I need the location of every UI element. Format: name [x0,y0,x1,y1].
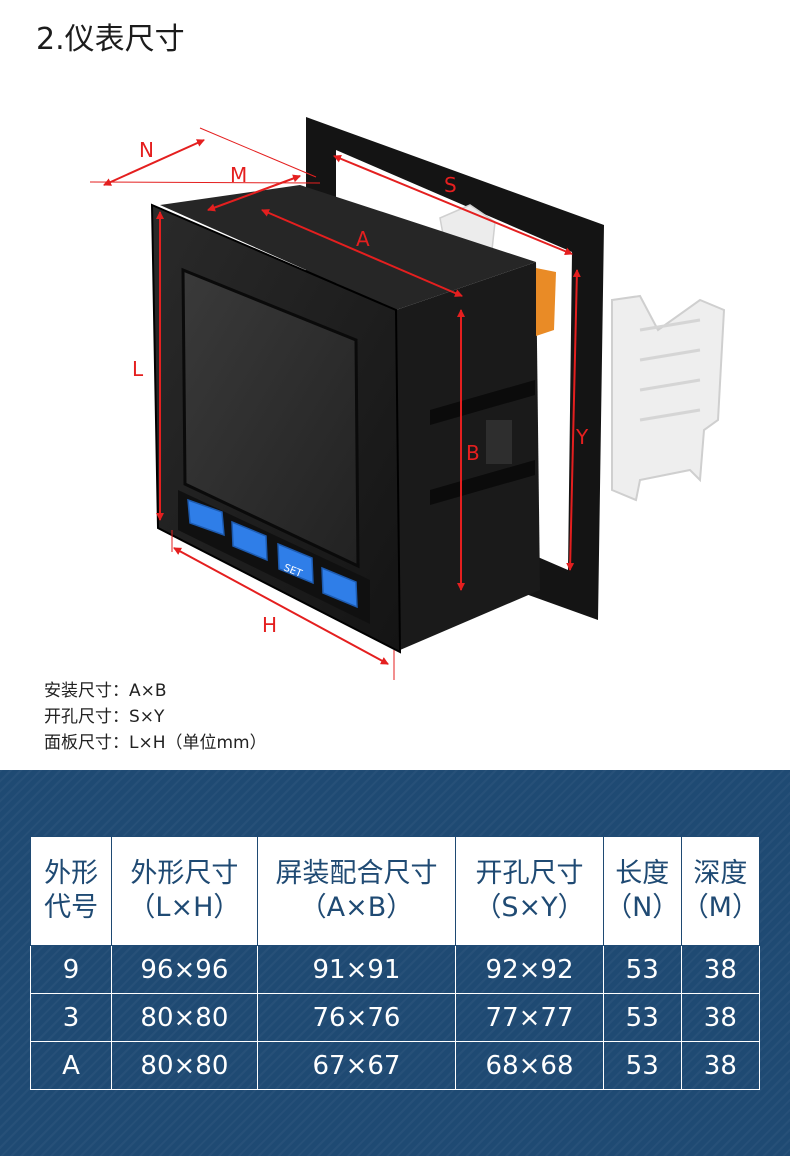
table-cell: A [29,1041,113,1090]
dim-line-a [261,209,463,297]
table-cell: 80×80 [111,993,258,1042]
dim-line-n [103,139,205,186]
dim-label-n: N [139,138,154,162]
dim-line-m [207,174,301,212]
panel-size-note: 面板尺寸：L×H（单位mm） [44,733,267,753]
table-cell: 67×67 [256,1041,457,1090]
install-size-note: 安装尺寸：A×B [44,681,167,701]
header-shape-code: 外形代号 [29,836,113,946]
table-cell: 53 [602,945,682,994]
table-cell: 38 [680,1041,761,1090]
header-fit-size: 屏装配合尺寸（A×B） [256,836,457,946]
dim-label-a: A [356,227,370,251]
table-cell: 80×80 [111,1041,258,1090]
table-row: 3 80×80 76×76 77×77 53 38 [29,993,761,1042]
page-title: 2.仪表尺寸 [36,22,185,57]
dim-label-m: M [230,163,247,187]
dim-label-s: S [444,173,457,197]
table-cell: 91×91 [256,945,457,994]
table-cell: 38 [680,945,761,994]
table-row: A 80×80 67×67 68×68 53 38 [29,1041,761,1090]
dim-line-s [333,154,573,256]
dimension-lines [89,127,581,680]
dim-label-b: B [466,441,480,465]
table-cell: 9 [29,945,113,994]
meter-dimension-diagram: SET N M S A L B Y H [89,117,726,680]
table-cell: 68×68 [455,1041,604,1090]
table-cell: 3 [29,993,113,1042]
dim-label-h: H [262,613,277,637]
table-cell: 38 [680,993,761,1042]
button-left-icon [187,498,225,537]
dim-line-y [566,269,581,571]
header-depth: 深度（M） [680,836,761,946]
header-outer-size: 外形尺寸（L×H） [111,836,258,946]
dim-label-y: Y [575,425,589,449]
dim-line-h [173,547,389,665]
table-cell: 53 [602,993,682,1042]
dim-label-l: L [132,357,144,381]
table-cell: 77×77 [455,993,604,1042]
meter-front-face [150,203,402,654]
table-header-row: 外形代号 外形尺寸（L×H） 屏装配合尺寸（A×B） 开孔尺寸（S×Y） 长度（… [29,836,761,946]
table-cell: 76×76 [256,993,457,1042]
cutout-size-note: 开孔尺寸：S×Y [44,707,165,727]
mounting-clip-right [611,294,726,502]
spec-table-panel: 外形代号 外形尺寸（L×H） 屏装配合尺寸（A×B） 开孔尺寸（S×Y） 长度（… [0,770,790,1156]
dimension-notes: 安装尺寸：A×B 开孔尺寸：S×Y 面板尺寸：L×H（单位mm） [44,678,267,756]
dimension-table: 外形代号 外形尺寸（L×H） 屏装配合尺寸（A×B） 开孔尺寸（S×Y） 长度（… [29,836,761,1090]
table-row: 9 96×96 91×91 92×92 53 38 [29,945,761,994]
table-cell: 96×96 [111,945,258,994]
header-length: 长度（N） [602,836,682,946]
table-cell: 92×92 [455,945,604,994]
table-cell: 53 [602,1041,682,1090]
header-cutout-size: 开孔尺寸（S×Y） [455,836,604,946]
